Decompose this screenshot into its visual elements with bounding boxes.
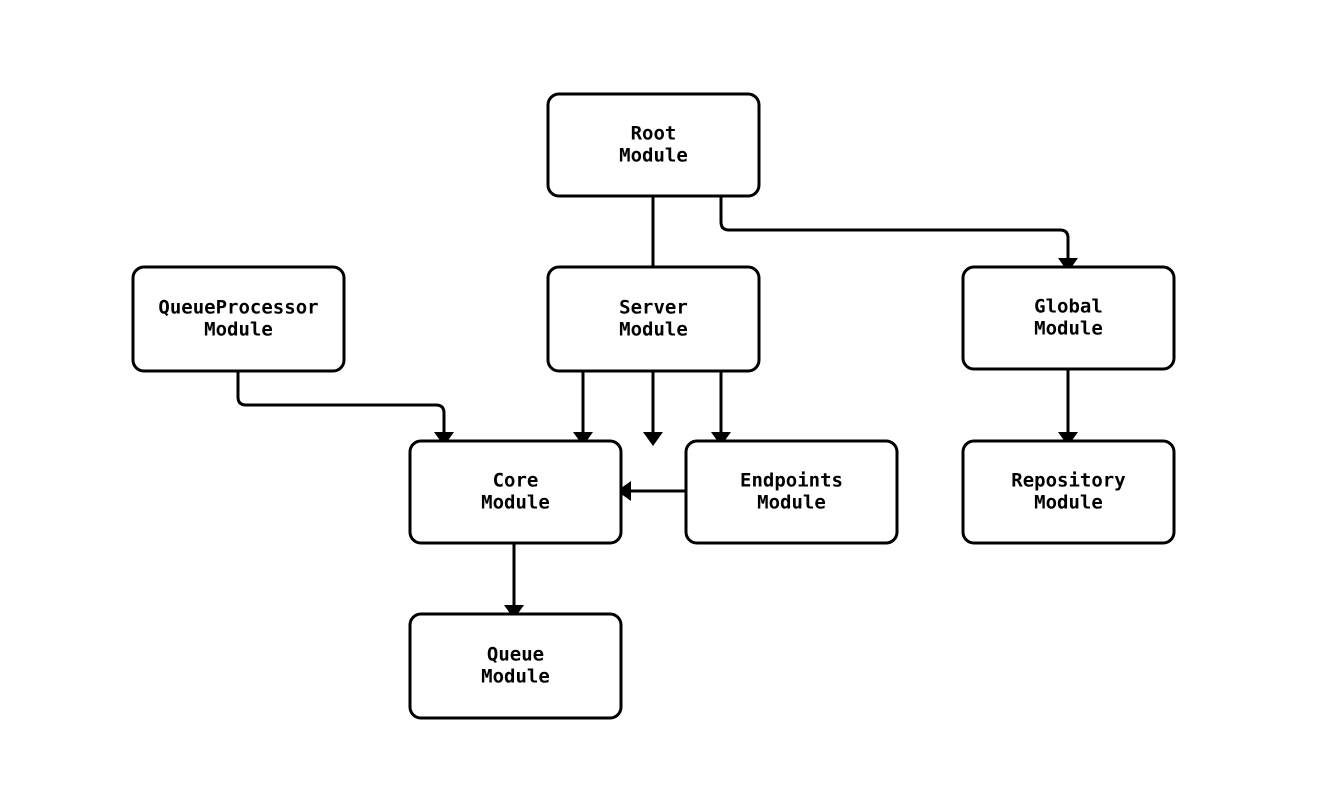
node-queueprocessor-label-line2: Module (204, 319, 273, 341)
node-endpoints-label-line2: Module (757, 492, 826, 514)
node-queueprocessor-label-line1: QueueProcessor (158, 297, 318, 319)
edge-root-to-global (719, 196, 1070, 258)
node-queue-label-line2: Module (481, 666, 550, 688)
node-repository-box[interactable] (961, 439, 1176, 545)
node-global-box[interactable] (961, 265, 1176, 371)
arrow-server-endpoints-icon (711, 432, 731, 446)
node-core-box[interactable] (408, 439, 623, 545)
edge-queueprocessor-to-core (236, 371, 446, 432)
node-queue-box[interactable] (408, 612, 623, 720)
node-queueprocessor-box[interactable] (131, 265, 346, 373)
node-root-label-line1: Root (631, 123, 677, 145)
node-server-box[interactable] (546, 265, 761, 373)
node-server-label-line2: Module (619, 319, 688, 341)
node-global-label-line2: Module (1034, 318, 1103, 340)
arrow-root-global-icon (1058, 258, 1078, 272)
arrow-endpoints-core-icon (617, 481, 631, 501)
arrow-global-repository-icon (1058, 432, 1078, 446)
node-queue-label-line1: Queue (487, 644, 544, 666)
edges-layer (236, 196, 1070, 605)
node-root-box[interactable] (546, 92, 761, 198)
node-core-label-line2: Module (481, 492, 550, 514)
node-server-label-line1: Server (619, 297, 688, 319)
node-endpoints-box[interactable] (684, 439, 899, 545)
node-repository-label-line2: Module (1034, 492, 1103, 514)
arrow-root-server-icon (643, 432, 663, 446)
node-endpoints-label-line1: Endpoints (740, 470, 843, 492)
nodes-layer: RootModuleQueueProcessorModuleServerModu… (131, 92, 1176, 720)
arrow-core-queue-icon (504, 605, 524, 619)
node-repository-label-line1: Repository (1011, 470, 1125, 492)
arrow-queueprocessor-core-icon (434, 432, 454, 446)
arrow-server-core-icon (573, 432, 593, 446)
arrowheads-layer (434, 258, 1078, 619)
node-core-label-line1: Core (493, 470, 539, 492)
node-global-label-line1: Global (1034, 296, 1103, 318)
node-root-label-line2: Module (619, 145, 688, 167)
